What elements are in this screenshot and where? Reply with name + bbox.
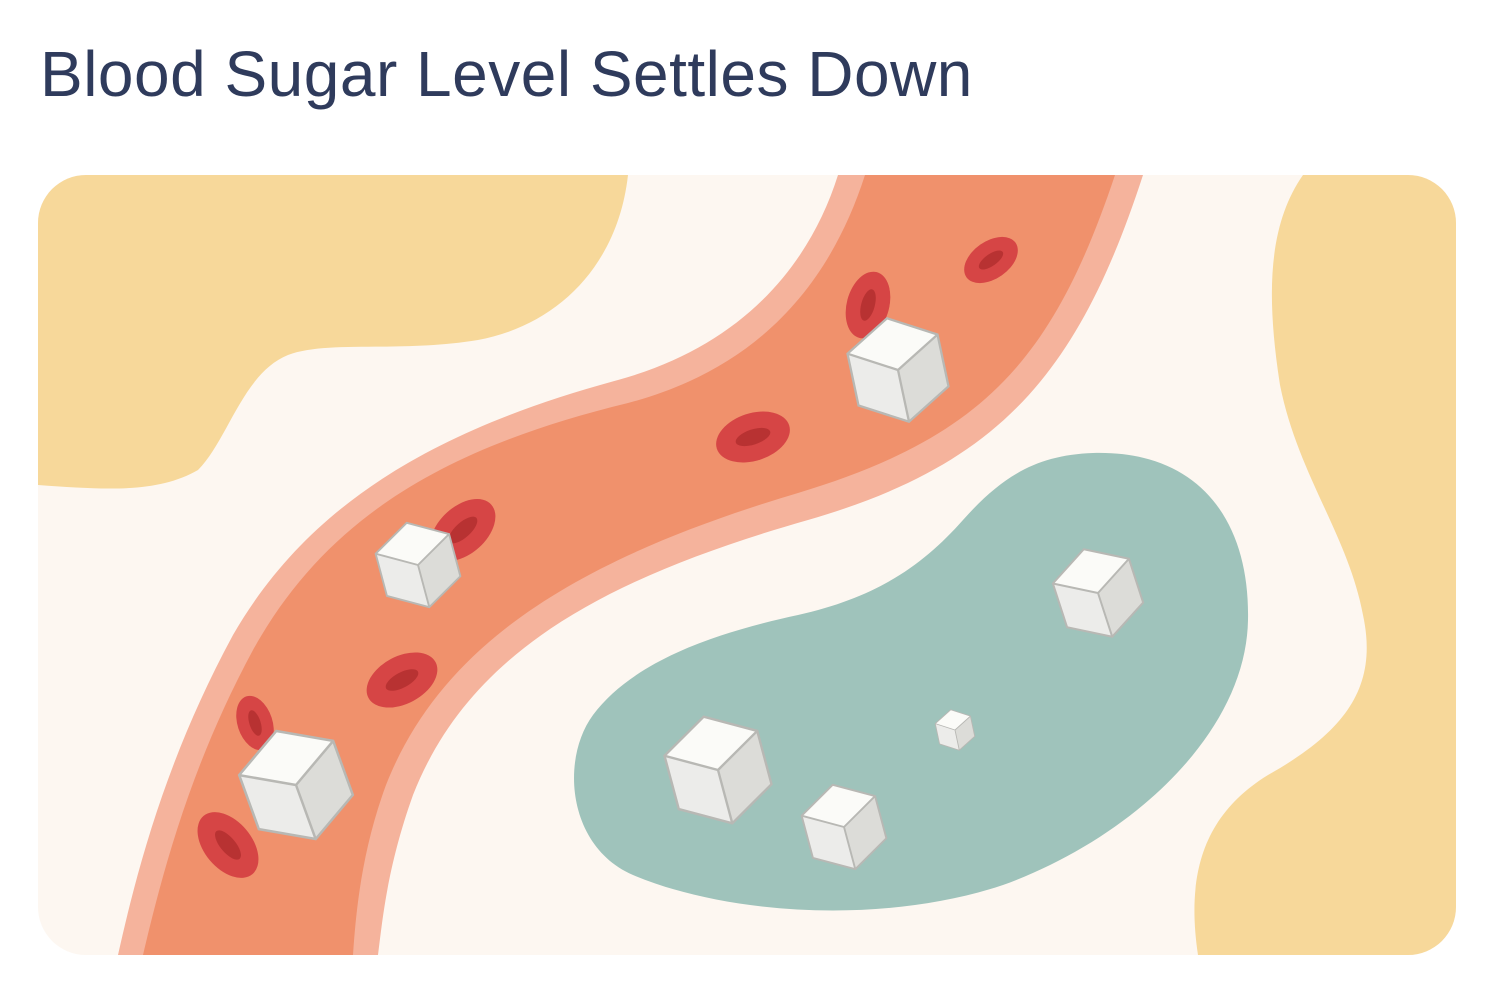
bloodstream-illustration	[38, 175, 1456, 955]
illustration-canvas	[38, 175, 1456, 955]
page-title: Blood Sugar Level Settles Down	[40, 38, 973, 110]
yellow-blob-right	[1194, 175, 1456, 955]
yellow-blob-top-left	[38, 175, 628, 489]
